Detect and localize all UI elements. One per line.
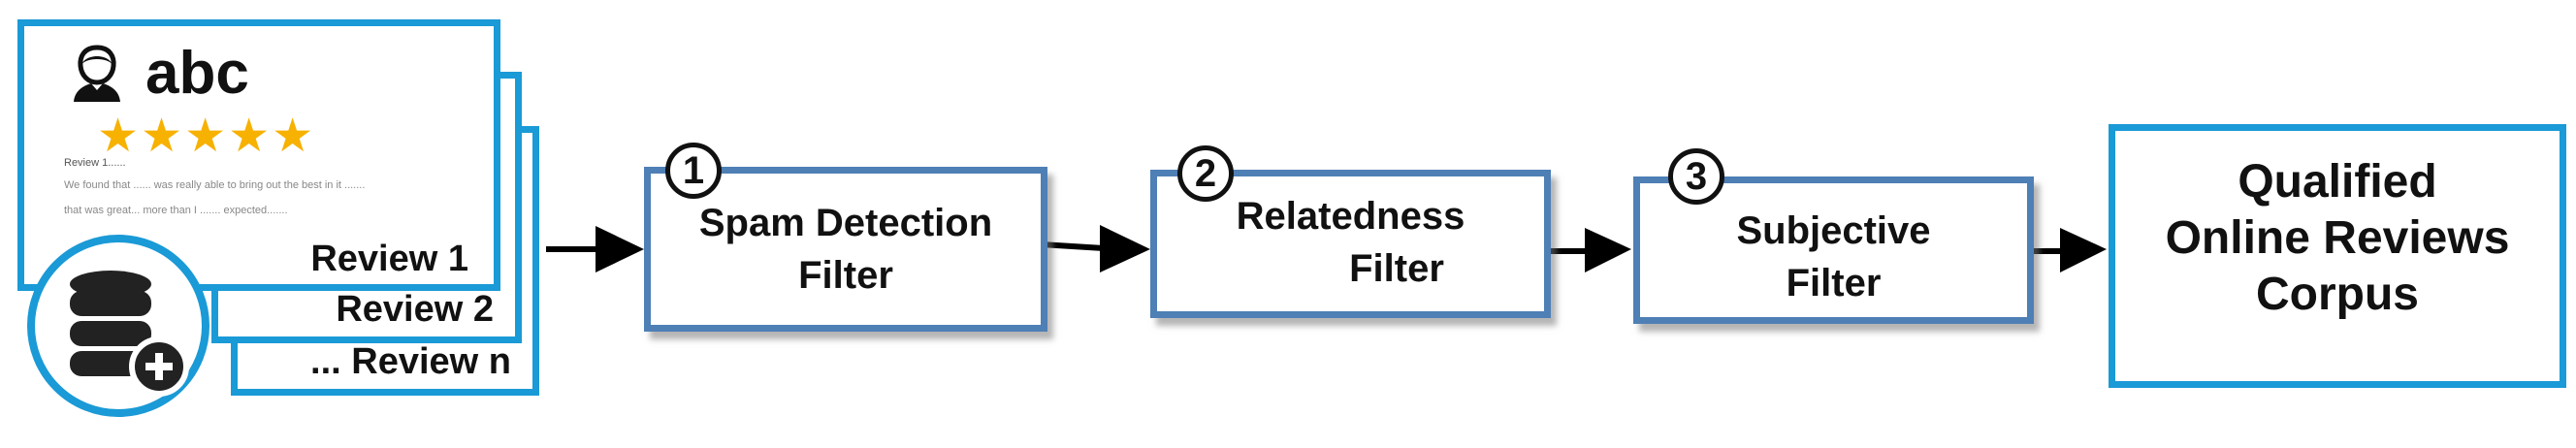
star-icon: ★	[272, 111, 316, 162]
review-card-2-label: Review 2	[336, 289, 494, 330]
filter-label-line: Filter	[798, 254, 893, 297]
arrow-icon	[1549, 228, 1631, 272]
review-text-line: We found that ...... was really able to …	[64, 179, 366, 191]
output-label-line: Corpus	[2256, 269, 2419, 320]
plus-icon	[129, 336, 189, 397]
review-username: abc	[145, 40, 249, 107]
filter-label-line: Filter	[1349, 247, 1444, 290]
review-card-1-label: Review 1	[310, 239, 468, 279]
database-icon	[27, 235, 209, 417]
star-icon: ★	[97, 111, 142, 162]
filter-label-line: Relatedness	[1236, 195, 1465, 238]
star-icon: ★	[141, 111, 185, 162]
step-badge-2: 2	[1177, 145, 1234, 202]
star-rating: ★★★★★	[97, 109, 315, 163]
review-body: We found that ...... was really able to …	[64, 173, 520, 223]
filter-label: Spam Detection Filter	[651, 197, 1041, 302]
spam-detection-filter-box: Spam Detection Filter	[644, 167, 1047, 332]
filter-label-line: Filter	[1786, 262, 1882, 304]
qualified-corpus-box: Qualified Online Reviews Corpus	[2109, 124, 2566, 388]
step-badge-1: 1	[665, 143, 722, 199]
output-label: Qualified Online Reviews Corpus	[2115, 154, 2560, 323]
filter-label: Relatedness Filter	[1157, 190, 1544, 295]
review-card-n-label: ... Review n	[310, 341, 511, 382]
star-icon: ★	[184, 111, 229, 162]
review-text-line: that was great... more than I ....... ex…	[64, 205, 288, 216]
output-label-line: Online Reviews	[2165, 212, 2510, 264]
arrow-icon	[2027, 228, 2107, 272]
output-label-line: Qualified	[2238, 156, 2437, 208]
filter-label-line: Subjective	[1736, 209, 1931, 252]
user-icon	[74, 45, 120, 102]
review-title: Review 1......	[64, 157, 126, 169]
arrow-icon	[546, 226, 644, 272]
filter-label: Subjective Filter	[1640, 205, 2027, 309]
step-badge-3: 3	[1668, 148, 1724, 205]
star-icon: ★	[228, 111, 273, 162]
filter-label-line: Spam Detection	[698, 202, 993, 244]
arrow-icon	[1040, 225, 1150, 272]
